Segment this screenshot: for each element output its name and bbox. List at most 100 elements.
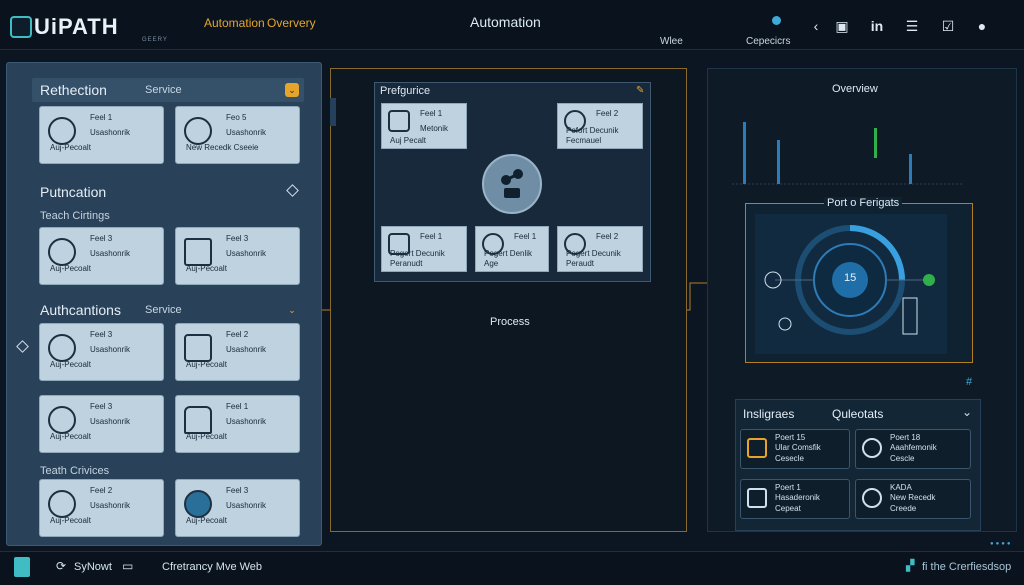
portal-visual [755, 214, 947, 354]
card-title: Poert 15 [775, 433, 806, 442]
footer-center-label: Cfretrancy Mve Web [162, 561, 263, 573]
card-subtitle: Usashonrik [226, 128, 267, 137]
compass-icon [48, 117, 76, 145]
linkedin-icon[interactable]: in [870, 18, 884, 34]
grid-icon[interactable]: # [966, 376, 973, 388]
section-service-label: Service [145, 304, 182, 316]
top-bar [0, 0, 1024, 50]
card-meta: New Recedk Cseeie [186, 143, 259, 152]
card-subtitle: Pogert Decunik [566, 249, 621, 258]
card-subtitle: Metonik [420, 124, 449, 133]
card-subtitle: Hasaderonik [775, 493, 820, 502]
card-title: Feel 2 [596, 232, 619, 241]
card-title: Feel 2 [596, 109, 619, 118]
card-title: Feel 2 [90, 486, 113, 495]
card-subtitle: Pogert Decunik [390, 249, 445, 258]
section-header-rethection[interactable] [32, 78, 304, 102]
hub-node[interactable] [482, 154, 542, 214]
card-title: Feel 1 [514, 232, 537, 241]
overview-title: Overview [832, 83, 878, 95]
overview-mini-chart [732, 122, 962, 185]
chevron-down-icon[interactable]: ⌄ [962, 405, 973, 419]
badge-icon [184, 490, 212, 518]
chevron-icon[interactable]: ⌄ [288, 305, 296, 315]
people-icon [564, 233, 586, 255]
chat-icon[interactable]: ▭ [122, 559, 134, 573]
card-title: Feel 1 [90, 113, 113, 122]
user-icon [862, 488, 882, 508]
person-icon [482, 233, 504, 255]
user-icon[interactable]: ● [977, 18, 987, 34]
signal-icon: ▞ [906, 560, 915, 572]
process-panel-title: Prefgurice [380, 85, 431, 97]
card-meta: Auj-Pecoalt [186, 432, 227, 441]
header-link-cepecicrs[interactable]: Cepecicrs [746, 36, 791, 47]
card-title: Feel 1 [420, 232, 443, 241]
card-title: Feel 3 [90, 402, 113, 411]
card-title: Feel 1 [226, 402, 249, 411]
sync-label[interactable]: SyNowt [74, 561, 112, 573]
card-title: KADA [890, 483, 912, 492]
chevron-down-icon[interactable]: ⌄ [285, 83, 299, 97]
logo-subtitle: GEERY [142, 37, 168, 43]
card-meta: Age [484, 259, 499, 268]
database-icon [184, 334, 212, 362]
card-title: Feel 2 [226, 330, 249, 339]
card-subtitle: Usashonrik [90, 249, 131, 258]
robot-icon [747, 438, 767, 458]
edit-icon[interactable]: ✎ [636, 85, 645, 96]
document-icon[interactable] [14, 557, 30, 577]
subsection-title: Teath Crivices [40, 465, 110, 477]
clipboard-icon[interactable]: ▣ [835, 18, 849, 34]
section-title: Rethection [40, 82, 107, 98]
page-title: Automation [470, 14, 541, 30]
card-meta: Cesecle [775, 454, 804, 463]
document-icon [388, 233, 410, 255]
card-title: Feel 1 [420, 109, 443, 118]
card-title: Poert 18 [890, 433, 921, 442]
card-subtitle: Usashonrik [90, 128, 131, 137]
card-meta: Creede [890, 504, 917, 513]
process-label: Process [490, 316, 530, 328]
insights-title: Insligraes [743, 407, 795, 421]
pagination-dots[interactable]: ●●●● [990, 541, 1013, 547]
network-icon [747, 488, 767, 508]
checkbox-icon[interactable]: ☑ [941, 18, 955, 34]
scroll-handle[interactable] [330, 98, 336, 126]
back-chevron-icon[interactable]: ‹ [813, 18, 819, 34]
bowtie-icon [184, 117, 212, 145]
subsection-title: Teach Cirtings [40, 210, 110, 222]
sync-icon[interactable]: ⟳ [56, 559, 67, 573]
app-logo[interactable]: UiPATH [10, 14, 119, 40]
header-link-wlee[interactable]: Wlee [660, 36, 683, 47]
nav-automation[interactable]: Automation [204, 16, 265, 30]
list-icon[interactable]: ☰ [905, 18, 919, 34]
card-subtitle: Ular Comsfik [775, 443, 821, 452]
portal-title: Port o Ferigats [824, 197, 903, 209]
portal-value: 15 [844, 272, 857, 284]
logo-text: UiPATH [34, 14, 119, 39]
card-subtitle: Usashonrik [90, 345, 131, 354]
people-icon [48, 334, 76, 362]
logo-icon [10, 16, 32, 38]
nav-overview[interactable]: Oververy [267, 16, 316, 30]
